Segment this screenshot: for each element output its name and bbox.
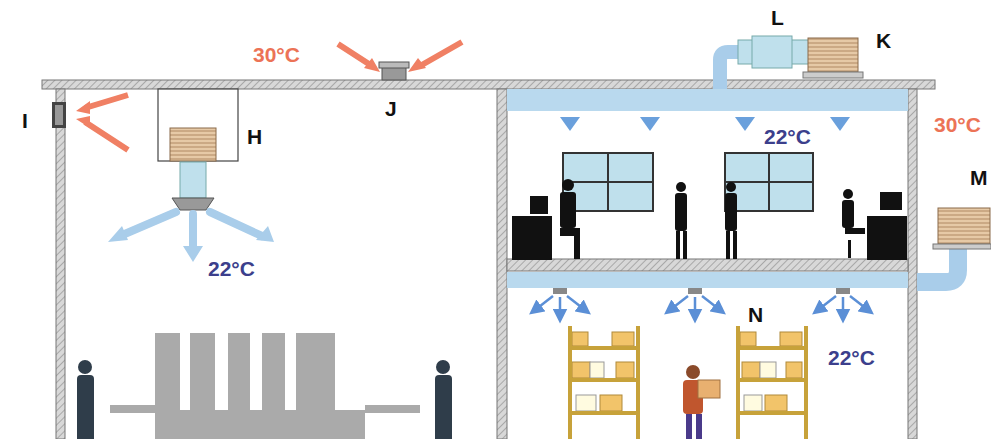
callout-letter: H	[247, 126, 262, 147]
temperature-label: 22°C	[208, 258, 255, 279]
callout-letter: J	[385, 98, 397, 119]
callout-letter: L	[771, 7, 784, 28]
callout-letter: N	[748, 304, 763, 325]
callout-letter: K	[876, 30, 891, 51]
temperature-label: 30°C	[934, 114, 981, 135]
temperature-label: 22°C	[828, 347, 875, 368]
callout-letter: I	[22, 110, 28, 131]
temperature-label: 22°C	[764, 126, 811, 147]
temperature-label: 30°C	[253, 44, 300, 65]
callout-letter: M	[970, 167, 988, 188]
